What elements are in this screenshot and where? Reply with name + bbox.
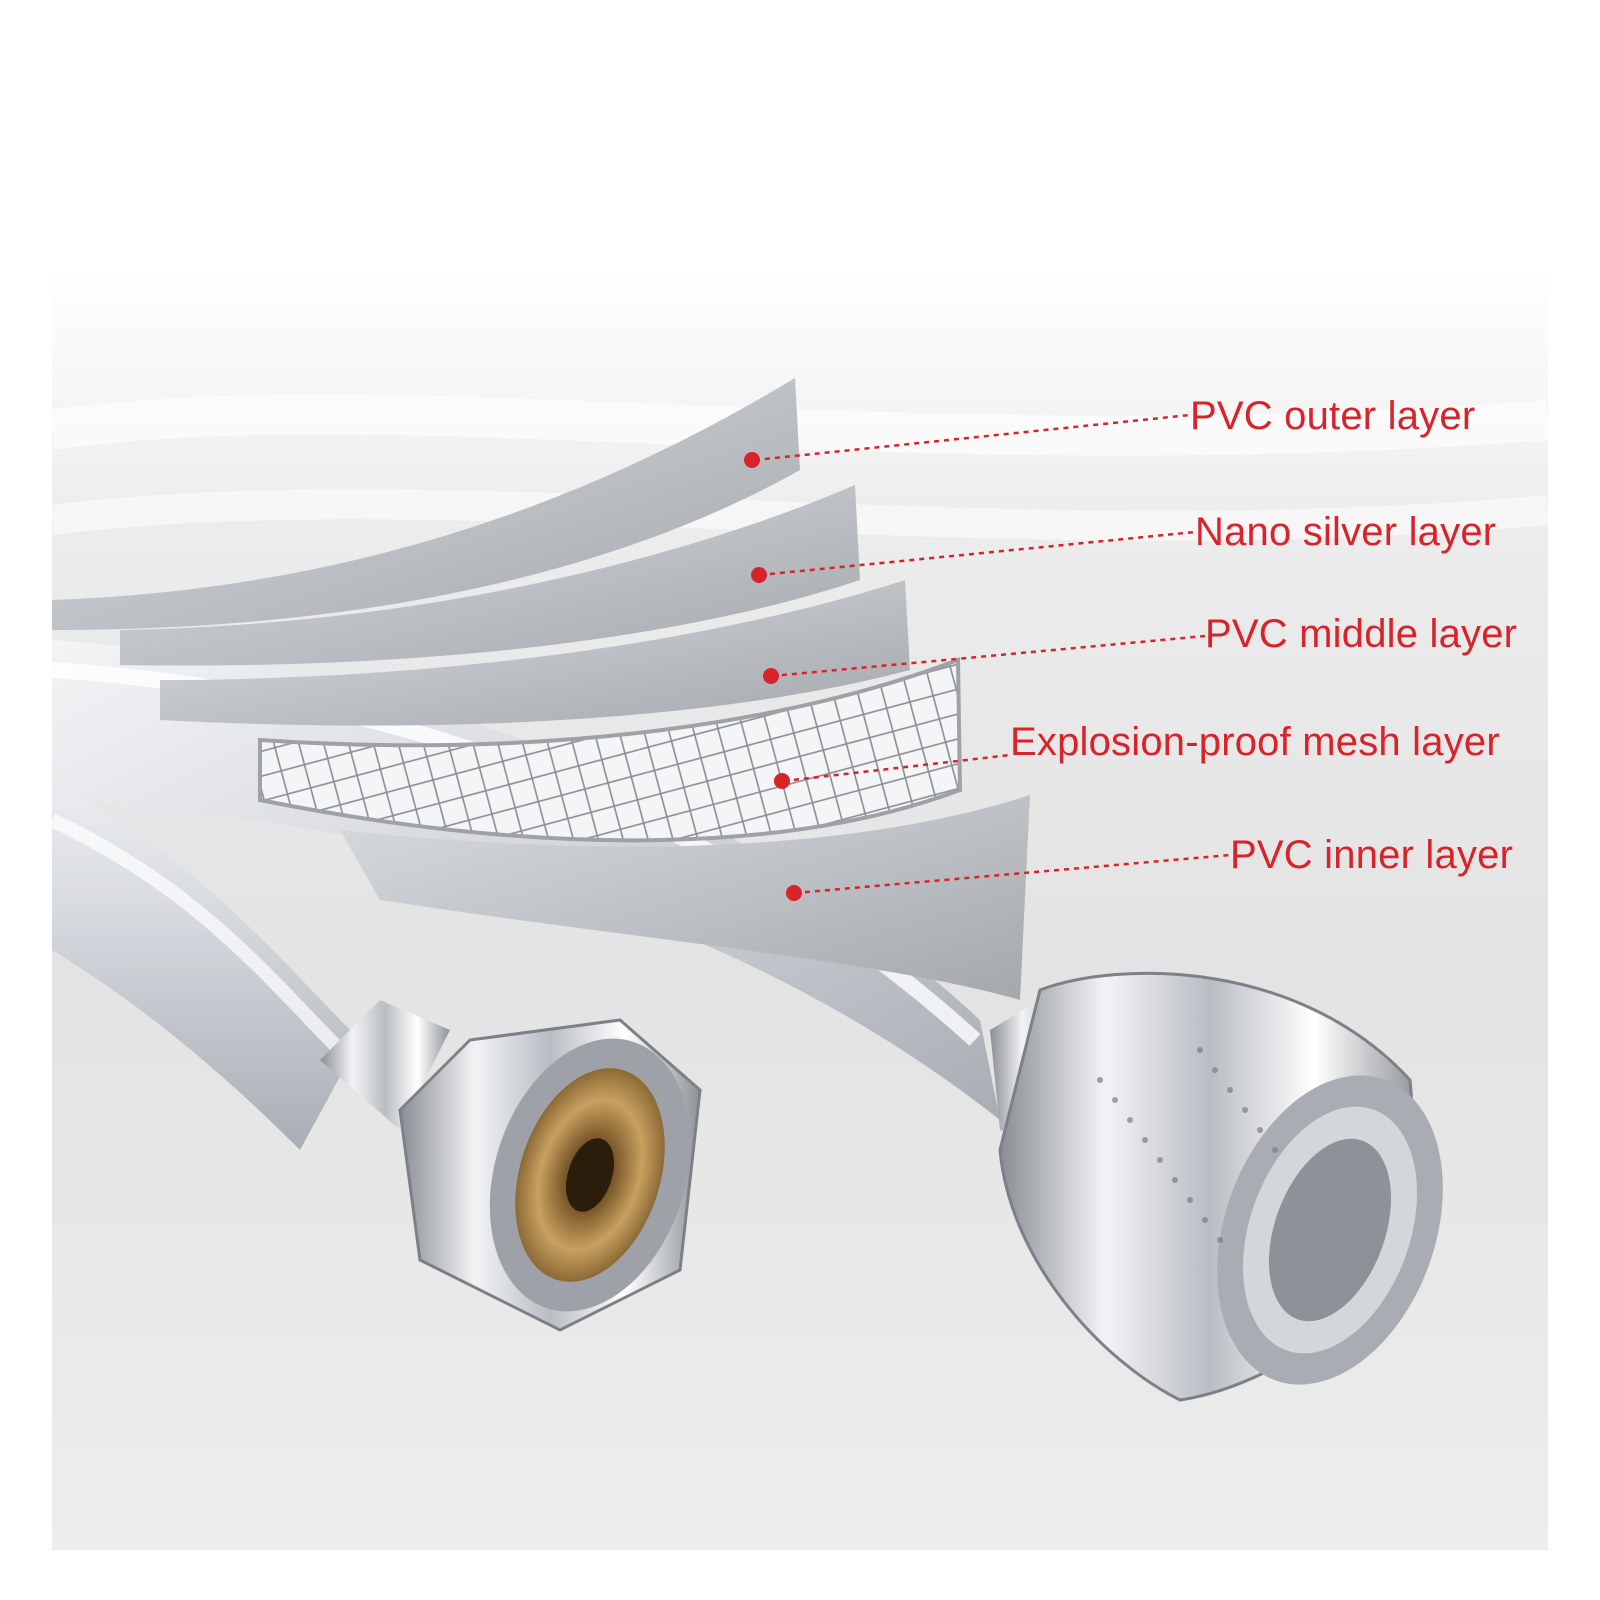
hex-nut-fitting — [320, 1000, 702, 1332]
callout-pvc-outer-layer: PVC outer layer — [1190, 394, 1476, 438]
callout-nano-silver-layer: Nano silver layer — [1195, 510, 1497, 554]
peeled-layers — [52, 378, 1030, 1000]
cylindrical-fitting — [990, 971, 1443, 1402]
callout-explosion-proof-mesh-layer: Explosion-proof mesh layer — [1010, 720, 1500, 764]
callout-pvc-middle-layer: PVC middle layer — [1205, 612, 1518, 656]
callout-pvc-inner-layer: PVC inner layer — [1230, 833, 1514, 877]
